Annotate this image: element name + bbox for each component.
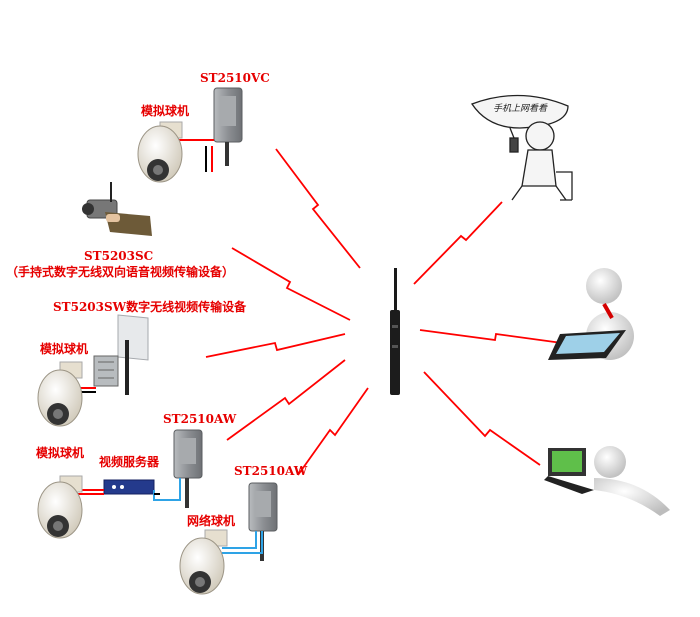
link-st2510vc	[275, 148, 361, 269]
analog-dome-camera-3	[37, 475, 83, 539]
st5203sw-panel-antenna	[117, 314, 149, 395]
analog-dome-camera-1	[137, 121, 183, 183]
analog-dome-camera-2	[37, 361, 83, 427]
link-st5203sc	[231, 247, 351, 321]
label-st5203sc-desc: （手持式数字无线双向语音视频传输设备）	[6, 265, 235, 279]
label-st5203sw: ST5203SW数字无线视频传输设备	[53, 300, 247, 314]
laptop-user-illustration	[544, 446, 670, 516]
label-st2510aw-1: ST2510AW	[163, 412, 237, 426]
link-st2510aw-1	[226, 359, 346, 441]
link-laptop-user	[423, 371, 541, 466]
st5203sw-transmitter-box	[93, 355, 119, 387]
label-video-server: 视频服务器	[99, 455, 160, 469]
link-phone-user	[413, 201, 503, 285]
phone-user-illustration	[471, 94, 573, 201]
st2510aw-device-1	[173, 429, 203, 508]
link-tablet-user	[419, 329, 563, 344]
network-dome-camera	[179, 529, 228, 595]
base-station-antenna	[390, 268, 400, 395]
wireless-links	[205, 148, 563, 476]
video-server	[103, 479, 155, 495]
label-analog-dome-2: 模拟球机	[40, 342, 89, 356]
label-st5203sc: ST5203SC	[84, 249, 154, 263]
st2510vc-device	[213, 87, 243, 166]
label-network-dome: 网络球机	[187, 514, 236, 528]
label-analog-dome-1: 模拟球机	[141, 104, 190, 118]
link-st5203sw	[205, 333, 346, 358]
label-st2510vc: ST2510VC	[200, 71, 270, 85]
link-st2510aw-2	[297, 387, 369, 476]
tablet-user-illustration	[548, 268, 634, 360]
cable-network	[222, 531, 263, 554]
cable-top	[178, 139, 214, 172]
label-st2510aw-2: ST2510AW	[234, 464, 308, 478]
handheld-st5203sc-device	[82, 182, 152, 236]
speech-bubble-text: 手机上网看看	[493, 103, 548, 114]
label-analog-dome-3: 模拟球机	[36, 446, 85, 460]
